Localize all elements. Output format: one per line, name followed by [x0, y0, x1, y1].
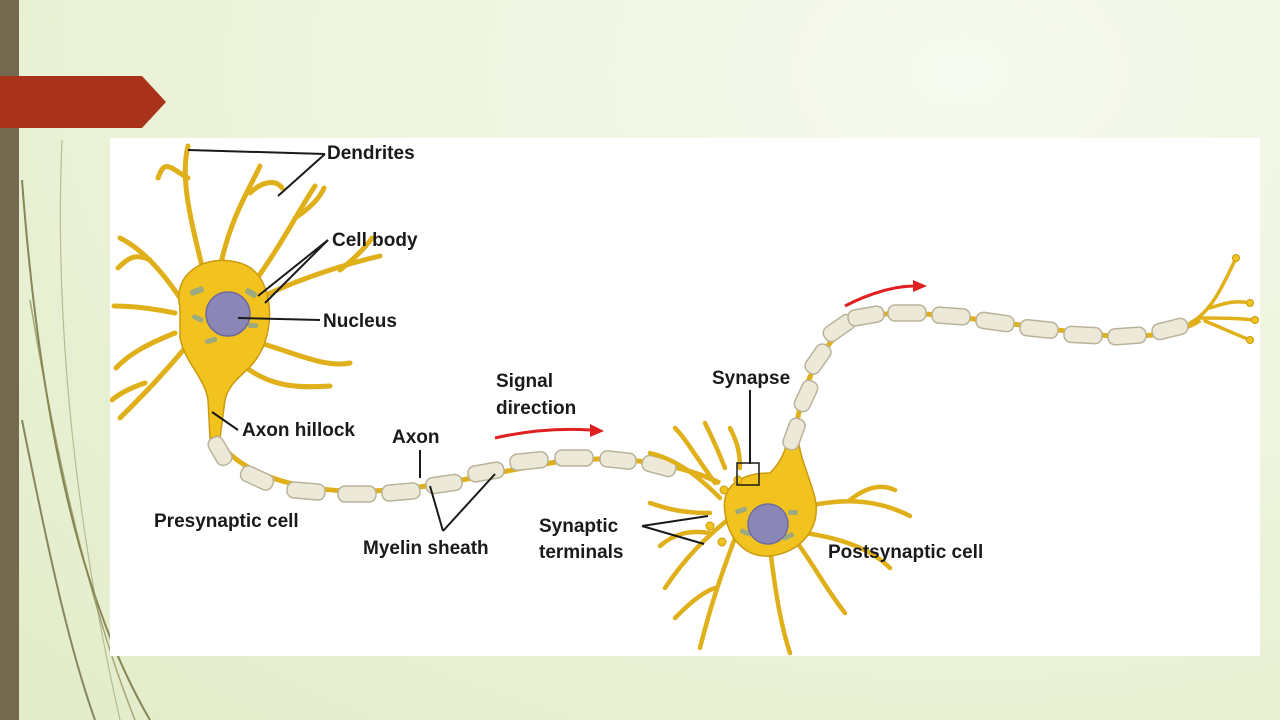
label-synapse: Synapse — [712, 368, 790, 389]
synapse-highlight-box — [736, 462, 760, 486]
label-dendrites: Dendrites — [327, 143, 415, 164]
label-axon: Axon — [392, 427, 440, 448]
presynaptic-organelles — [189, 286, 258, 345]
postsynaptic-myelin-segments — [782, 304, 1189, 451]
label-postsynaptic-cell: Postsynaptic cell — [828, 542, 983, 563]
label-presynaptic-cell: Presynaptic cell — [154, 511, 299, 532]
presynaptic-nucleus — [205, 291, 251, 337]
title-accent-tab — [0, 76, 166, 128]
label-leader-lines — [187, 149, 751, 545]
label-axon-hillock: Axon hillock — [242, 420, 355, 441]
postsynaptic-nucleus — [747, 503, 789, 545]
label-nucleus: Nucleus — [323, 311, 397, 332]
decorative-swooshes — [21, 139, 151, 720]
presynaptic-neuron — [110, 143, 383, 439]
signal-direction-arrow-1 — [494, 424, 604, 440]
axon-terminal-knobs — [1232, 254, 1259, 344]
label-synaptic-terminals-line1: Synaptic — [539, 516, 619, 537]
postsynaptic-cell-body — [723, 437, 818, 557]
label-myelin-sheath: Myelin sheath — [363, 538, 489, 559]
presynaptic-dendrites — [110, 143, 383, 421]
neuron-diagram: Dendrites Cell body Nucleus Axon hillock… — [110, 143, 1259, 656]
label-signal-direction-line2: direction — [496, 398, 576, 419]
label-signal-direction-line1: Signal — [496, 371, 553, 392]
slide-side-bar — [0, 0, 19, 720]
label-synaptic-terminals-line2: terminals — [539, 542, 623, 563]
presynaptic-cell-body — [178, 259, 271, 439]
postsynaptic-neuron — [647, 420, 913, 656]
synaptic-terminal-knobs — [705, 475, 743, 547]
axon-terminal-branches — [1188, 256, 1257, 342]
neuron-diagram-panel: Dendrites Cell body Nucleus Axon hillock… — [110, 138, 1260, 656]
label-cell-body: Cell body — [332, 230, 418, 251]
postsynaptic-organelles — [735, 506, 798, 541]
signal-direction-arrow-2 — [844, 280, 927, 308]
presynaptic-myelin-segments — [207, 435, 677, 503]
